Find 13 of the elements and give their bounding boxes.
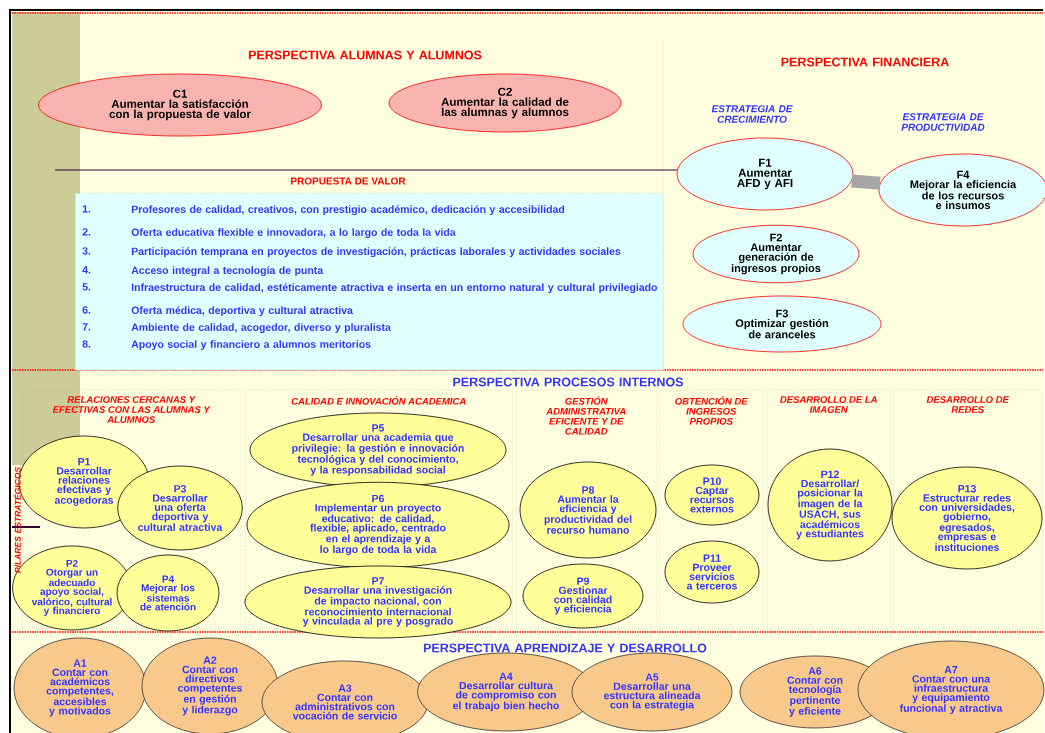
node-label: Contar con tecnología pertinente y eficiente xyxy=(787,676,843,717)
section-heading: PERSPECTIVA PROCESOS INTERNOS xyxy=(453,377,684,387)
section-heading: PERSPECTIVA FINANCIERA xyxy=(781,57,949,67)
node-label: A3 xyxy=(338,684,352,692)
node-label: A6 xyxy=(808,667,822,675)
node-label: PROPUESTA DE VALOR xyxy=(291,177,406,185)
connector-bar xyxy=(851,174,881,190)
section-heading: PERSPECTIVA APRENDIZAJE Y DESARROLLO xyxy=(423,643,707,653)
node-label: Contar con administrativos con vocación de servicio xyxy=(292,693,397,720)
value-proposition-box: PROPUESTA DE VALOR 1. Profesores de calidad, creativos, con prestigio académico, dedicación y accesibilidad 2. Oferta educativa flexible e innovadora, a lo largo de toda la vida 3. Participación temprana en proyectos de investigación, prácticas laborales y actividades sociales 4. Acceso integral a tecnología de punta 5. Infraestructura de calidad, estéticamente atractiva e inserta en un entorno natural y cultural privilegiado 6. Oferta médica, deportiva y cultural atractiva 7. Ambiente de calidad, acogedor, diverso y pluralista 8. Apoyo social y financiero a alumnos meritorios xyxy=(75,177,664,371)
section-heading: PERSPECTIVA ALUMNAS Y ALUMNOS xyxy=(248,50,482,60)
strategy-heading: ESTRATEGIA DE CRECIMIENTO xyxy=(711,105,793,123)
strategy-heading: ESTRATEGIA DE PRODUCTIVIDAD xyxy=(901,113,985,131)
